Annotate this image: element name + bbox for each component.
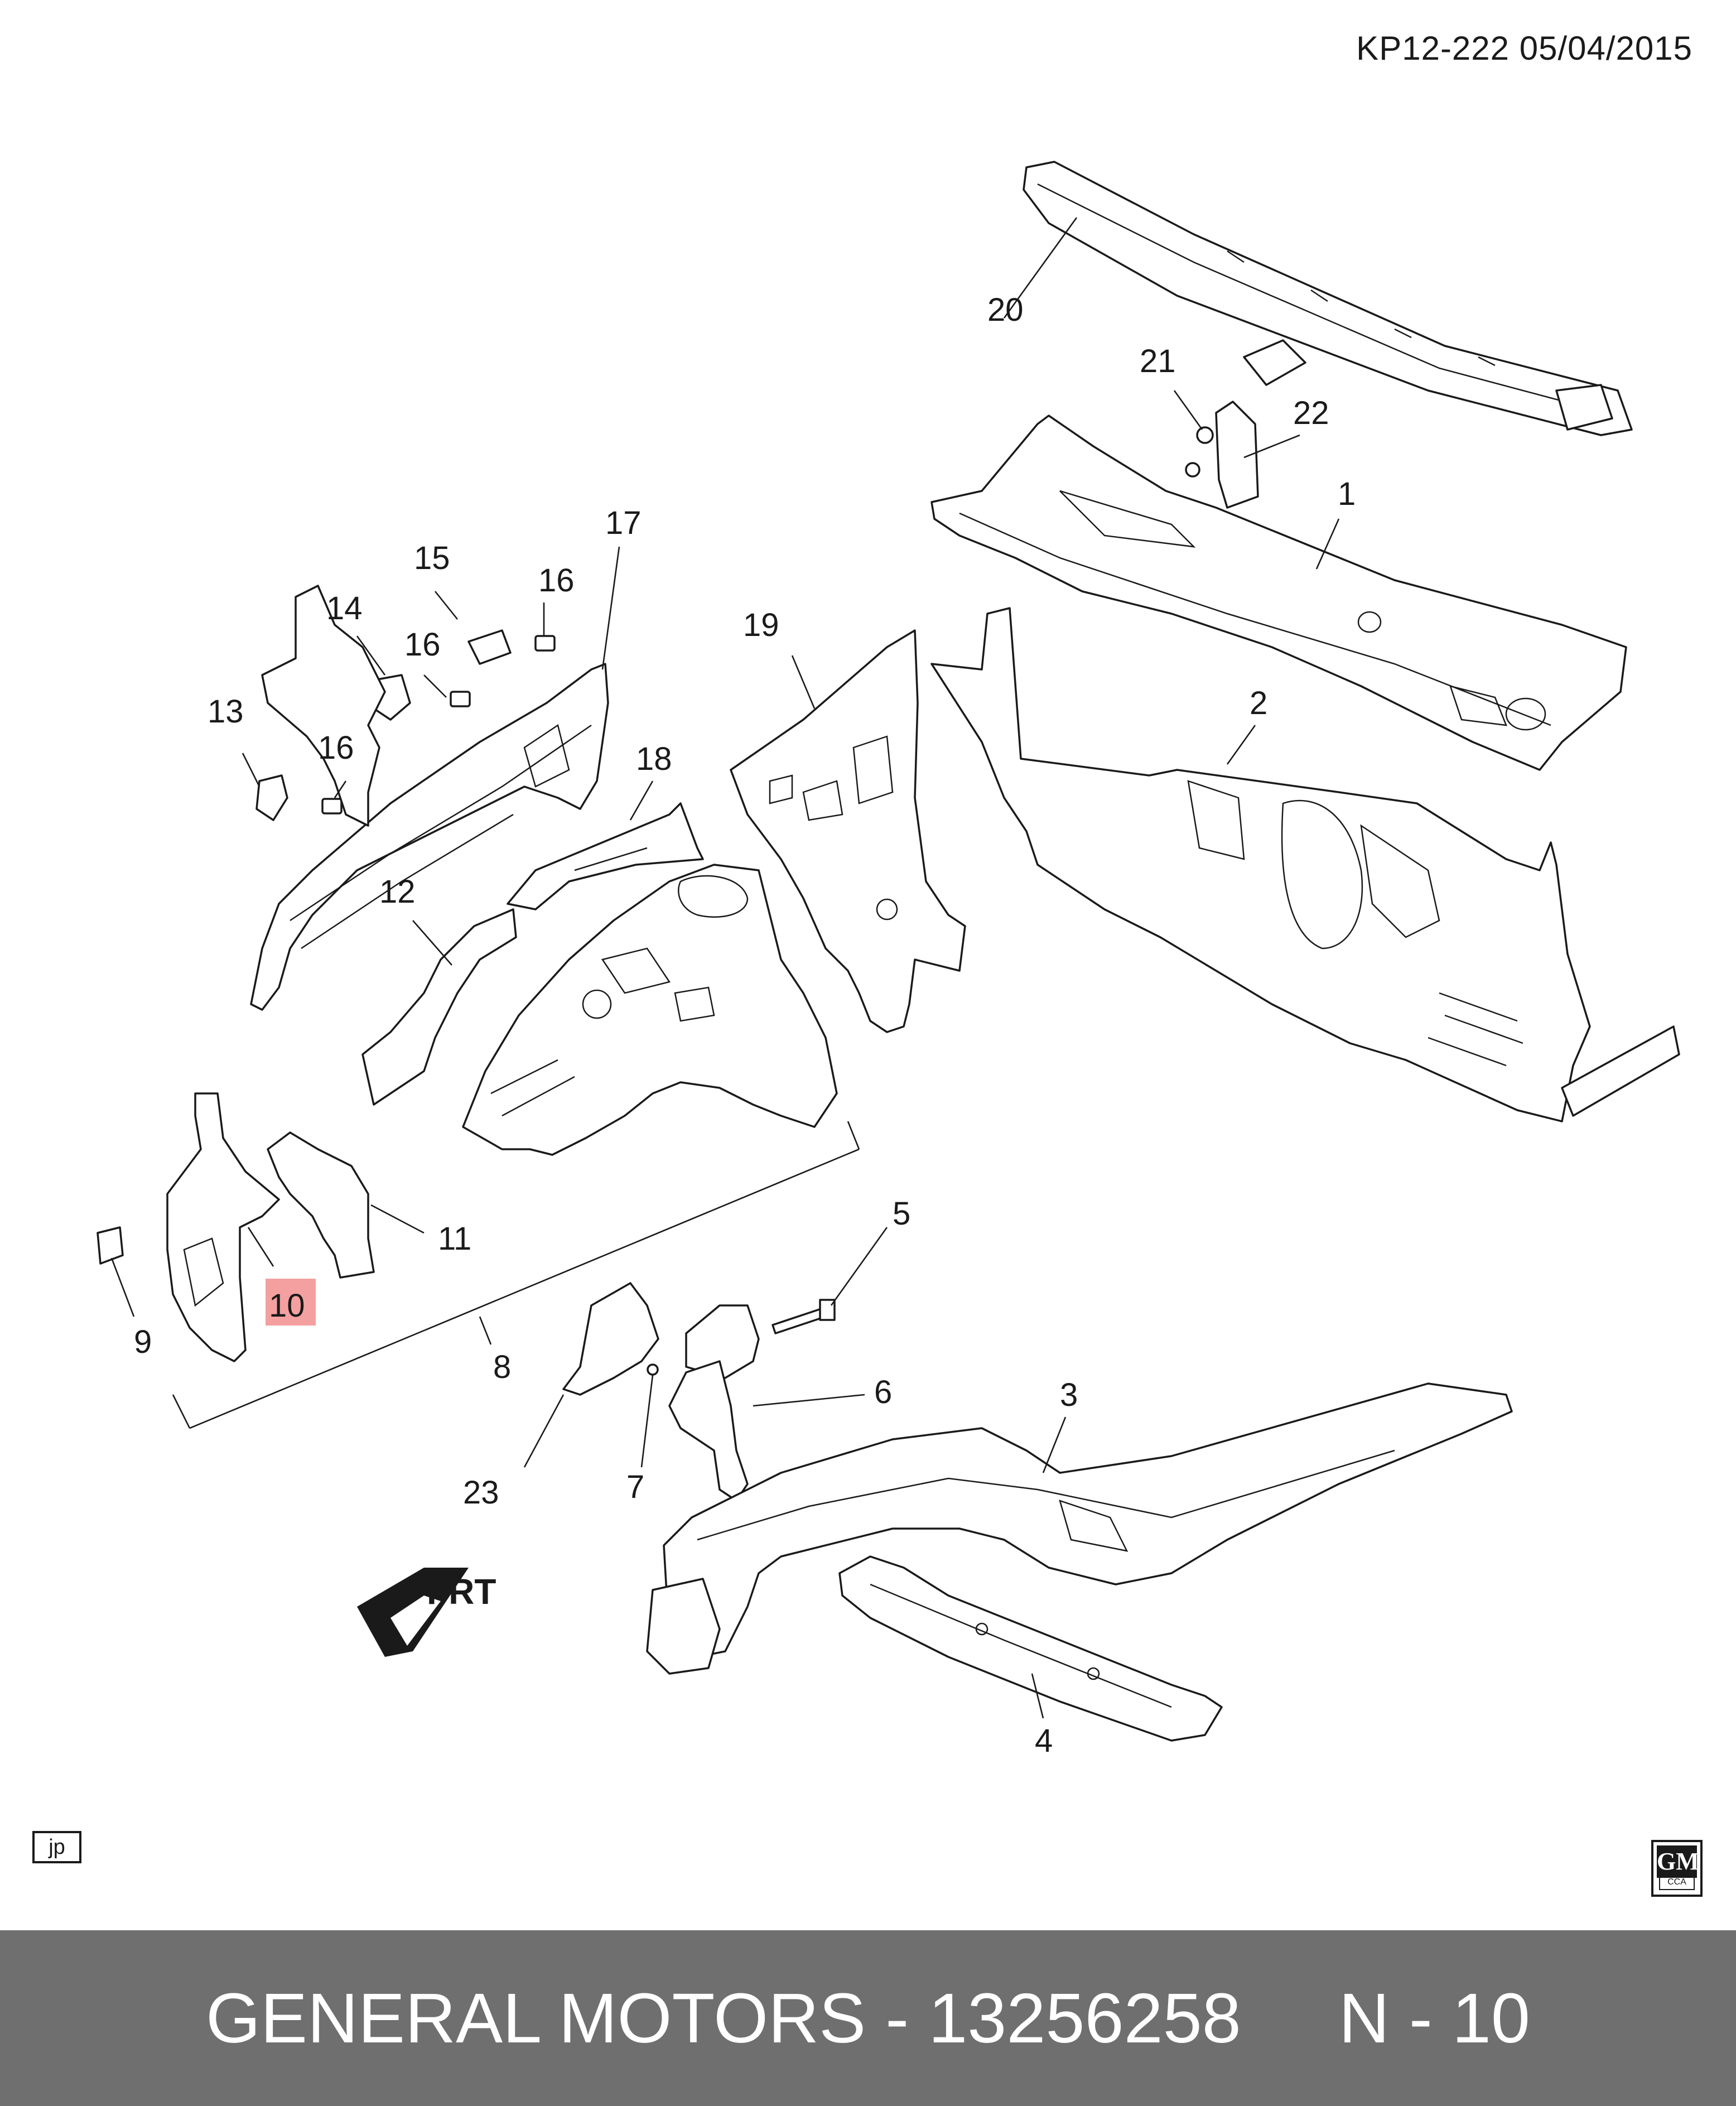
gm-logo: GM CCA (1651, 1840, 1703, 1897)
part-12-wheelhouse-front (361, 908, 517, 1106)
part-21-clips (1185, 426, 1214, 478)
callout-18: 18 (636, 741, 672, 777)
callout-22: 22 (1293, 395, 1329, 431)
front-label: FRT (427, 1572, 496, 1612)
part-4-lower-rail (838, 1555, 1223, 1742)
gm-logo-subtext: CCA (1659, 1876, 1695, 1890)
part-17-upper-rail (250, 663, 609, 1011)
callout-17: 17 (605, 505, 642, 541)
callout-21: 21 (1140, 343, 1176, 379)
callout-15: 15 (414, 540, 450, 576)
footer-text: GENERAL MOTORS - 13256258 N - 10 (0, 1930, 1736, 2106)
part-23-mount-bracket (562, 1282, 659, 1396)
callout-4: 4 (1035, 1723, 1053, 1759)
callout-3: 3 (1060, 1377, 1078, 1413)
part-19-hinge-pillar (730, 629, 966, 1033)
part-15-bracket (467, 629, 512, 665)
part-9-bracket (97, 1226, 124, 1265)
footer-ref: N - 10 (1338, 1979, 1530, 2057)
part-22-bracket (1215, 401, 1259, 509)
part-10-panel (166, 1092, 280, 1362)
callout-2: 2 (1250, 685, 1267, 721)
callout-19: 19 (743, 607, 779, 643)
callout-5: 5 (893, 1196, 910, 1232)
callout-11: 11 (438, 1221, 471, 1257)
part-6-mount (668, 1304, 760, 1502)
group-8-bracket-line (172, 1121, 860, 1429)
callout-1: 1 (1338, 476, 1356, 512)
part-7-washer (647, 1363, 659, 1376)
parts-diagram: FRT 1 2 3 4 5 6 7 (97, 161, 1680, 1759)
callout-6: 6 (874, 1374, 892, 1410)
callout-8: 8 (493, 1349, 511, 1385)
part-5-bolt (771, 1299, 836, 1334)
document-reference: KP12-222 05/04/2015 (1356, 30, 1692, 67)
footer-brand: GENERAL MOTORS (206, 1979, 866, 2057)
callout-14: 14 (326, 590, 363, 627)
callout-20: 20 (987, 292, 1024, 328)
footer-separator: - (866, 1979, 929, 2057)
callout-16-c: 16 (538, 562, 575, 599)
part-2-dash-panel (930, 607, 1680, 1122)
footer-part-number: 13256258 (928, 1979, 1241, 2057)
part-13-bracket (255, 774, 288, 821)
gm-logo-mark: GM (1657, 1845, 1699, 1878)
part-18-wheelhouse-upper (507, 802, 704, 910)
callout-23: 23 (463, 1474, 499, 1511)
part-11-wheelhouse-rear (261, 585, 386, 1279)
wheelhouse-assembly (462, 864, 838, 1156)
front-direction-indicator: FRT (357, 1568, 496, 1657)
callout-16-a: 16 (404, 627, 441, 663)
callout-7: 7 (626, 1469, 644, 1505)
callout-13: 13 (208, 693, 244, 730)
callout-9: 9 (134, 1324, 152, 1360)
part-16-nuts (321, 635, 556, 815)
language-tag: jp (32, 1831, 81, 1863)
part-3-front-rail (646, 1382, 1513, 1675)
part-20-cowl-bar (1023, 161, 1633, 436)
part-1-plenum-panel (930, 415, 1627, 771)
callout-10: 10 (269, 1288, 305, 1324)
diagram-drawing: FRT 1 2 3 4 5 6 7 (97, 161, 1680, 1759)
callout-16-b: 16 (318, 730, 354, 766)
footer-gap (1241, 1979, 1339, 2057)
leader-lines (110, 217, 1340, 1719)
callout-12: 12 (379, 874, 416, 910)
highlight-callout-10 (266, 1279, 316, 1326)
footer-banner: GENERAL MOTORS - 13256258 N - 10 (0, 1930, 1736, 2106)
callout-labels: 1 2 3 4 5 6 7 8 9 10 11 12 13 14 15 16 1… (134, 292, 1356, 1759)
